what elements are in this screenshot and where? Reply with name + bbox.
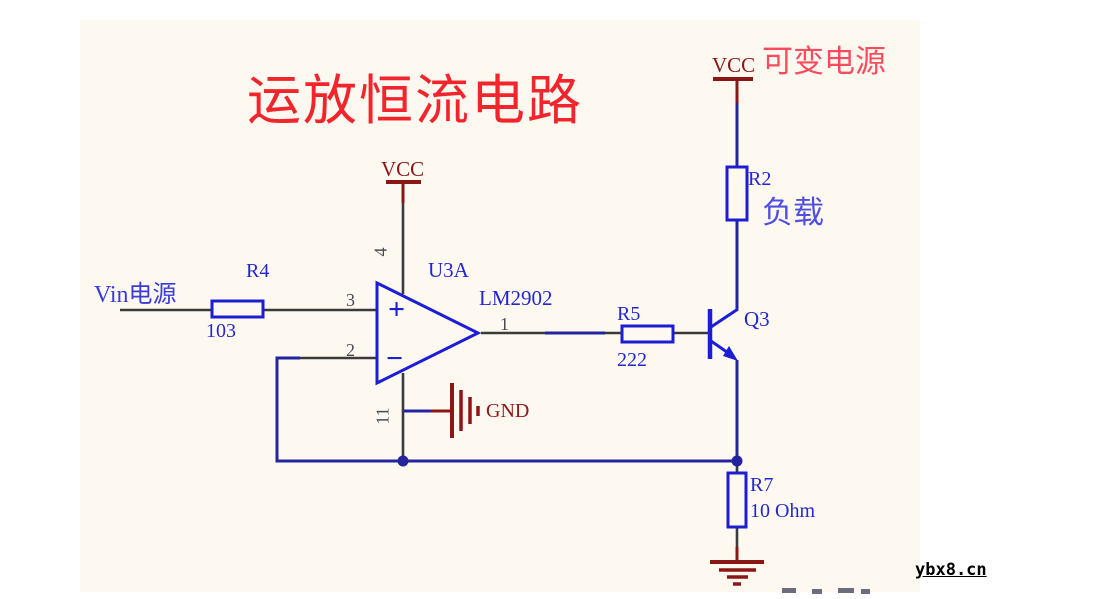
resistor-r5-value: 222 — [617, 349, 647, 371]
vcc-left-label: VCC — [381, 157, 425, 181]
junction-dot-feedback — [397, 455, 409, 467]
resistor-r4-body — [210, 299, 265, 319]
wire-feedback-loop — [275, 356, 737, 463]
component-group — [210, 165, 749, 529]
opamp-pin4-number: 4 — [370, 247, 391, 257]
junction-dot-emitter — [731, 455, 743, 467]
vin-source-label: Vin电源 — [94, 282, 177, 308]
resistor-r5-ref: R5 — [617, 303, 641, 325]
schematic-paper — [80, 20, 920, 592]
resistor-r7-ref: R7 — [750, 474, 774, 496]
transistor-q3-ref: Q3 — [744, 307, 770, 331]
cutoff-text-fragment — [838, 588, 854, 593]
opamp-minus-sign: − — [386, 342, 404, 375]
site-watermark: ybx8.cn — [915, 560, 987, 580]
cutoff-text-fragment — [782, 588, 796, 593]
transistor-collector-lead — [710, 307, 739, 329]
opamp-pin1-number: 1 — [500, 314, 509, 334]
opamp-pin11-number: 11 — [372, 407, 393, 425]
vcc-right-label: VCC — [712, 53, 756, 77]
cutoff-text-fragment — [812, 589, 822, 594]
gnd-label: GND — [486, 400, 530, 422]
resistor-r2-body — [725, 165, 749, 222]
wire-group-navy — [275, 103, 739, 463]
opamp-pin3-number: 3 — [346, 290, 355, 310]
resistor-r4-ref: R4 — [246, 260, 270, 282]
cutoff-text-fragment — [861, 589, 870, 594]
opamp-triangle — [375, 280, 482, 386]
opamp-part-label: LM2902 — [479, 286, 553, 310]
transistor-emitter-arrow-icon — [723, 346, 738, 361]
load-label: 负载 — [762, 195, 824, 230]
power-symbols — [386, 77, 764, 586]
resistor-r4-value: 103 — [206, 320, 236, 342]
variable-supply-label: 可变电源 — [762, 44, 886, 79]
resistor-r2-ref: R2 — [748, 168, 772, 190]
resistor-r5-body — [620, 324, 675, 344]
opamp-plus-sign: + — [388, 293, 406, 326]
opamp-pin2-number: 2 — [346, 340, 355, 360]
opamp-ref-label: U3A — [428, 258, 469, 282]
wire-group-dark — [120, 203, 739, 547]
schematic-title: 运放恒流电路 — [247, 71, 583, 131]
resistor-r7-body — [726, 471, 748, 529]
resistor-r7-value: 10 Ohm — [750, 500, 815, 522]
